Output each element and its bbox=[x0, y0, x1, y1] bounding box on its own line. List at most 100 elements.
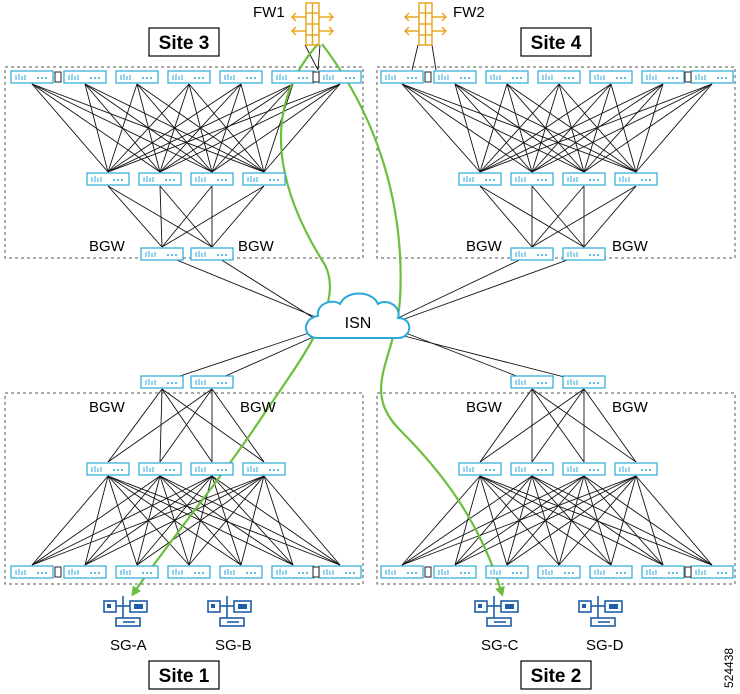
site4-bgw-link bbox=[531, 185, 585, 248]
site3-vpc-link-1 bbox=[54, 71, 62, 83]
site2-fabric-link bbox=[401, 475, 481, 566]
fw2-link-right bbox=[431, 44, 437, 71]
site2-bgw-link bbox=[479, 388, 533, 463]
site3-spine-switch-2 bbox=[138, 172, 182, 186]
site4-spine-switch-1 bbox=[458, 172, 502, 186]
site3-fabric-link bbox=[159, 83, 294, 173]
site1-spine-switch-1 bbox=[86, 462, 130, 476]
site2-box bbox=[376, 392, 736, 585]
site3-label: Site 3 bbox=[148, 27, 220, 57]
fw1-label: FW1 bbox=[253, 4, 285, 21]
site3-bgw-link bbox=[159, 185, 213, 248]
site3-fabric-link bbox=[107, 83, 294, 173]
site3-fabric-link bbox=[107, 83, 138, 173]
site1-leaf-switch-4 bbox=[167, 565, 211, 579]
site3-fabric-link bbox=[84, 83, 109, 173]
site4-fabric-link bbox=[479, 83, 664, 173]
site1-fabric-link bbox=[211, 475, 294, 566]
site1-leaf-switch-1 bbox=[10, 565, 54, 579]
site4-leaf-switch-7 bbox=[690, 70, 734, 84]
site3-leaf-switch-5 bbox=[219, 70, 263, 84]
site3-fabric-link bbox=[159, 83, 341, 173]
site3-fabric-link bbox=[263, 83, 294, 173]
site3-leaf-switch-6 bbox=[271, 70, 315, 84]
bgw-label-site2-left: BGW bbox=[466, 399, 503, 416]
site1-bgw-link bbox=[161, 388, 213, 463]
site2-leaf-switch-2 bbox=[433, 565, 477, 579]
site2-bgw-switch-2 bbox=[562, 375, 606, 389]
bgw-label-site4-right: BGW bbox=[612, 238, 649, 255]
site2-fabric-link bbox=[531, 475, 713, 566]
site1-vpc-link-1 bbox=[54, 566, 62, 578]
isn-label: ISN bbox=[345, 315, 372, 332]
site4-spine-switch-4 bbox=[614, 172, 658, 186]
site1-fabric-link bbox=[159, 475, 341, 566]
sg-b-icon bbox=[207, 596, 252, 627]
site4-fabric-link bbox=[479, 83, 612, 173]
site2-fabric-link bbox=[583, 475, 664, 566]
site4-spine-switch-3 bbox=[562, 172, 606, 186]
site2-leaf-switch-1 bbox=[380, 565, 424, 579]
site4-fabric-link bbox=[401, 83, 481, 173]
site1-label: Site 1 bbox=[148, 660, 220, 690]
bgw-label-site2-right: BGW bbox=[612, 399, 649, 416]
site4-isn-link bbox=[395, 253, 585, 323]
site4-fabric-link bbox=[479, 83, 560, 173]
site3-bgw-switch-1 bbox=[140, 247, 184, 261]
site2-fabric-link bbox=[479, 475, 612, 566]
svg-text:Site 3: Site 3 bbox=[159, 33, 210, 54]
site3-spine-switch-3 bbox=[190, 172, 234, 186]
site1-fabric-link bbox=[211, 475, 341, 566]
bgw-label-site1-left: BGW bbox=[89, 399, 126, 416]
figure-id: 524438 bbox=[722, 648, 736, 688]
site2-leaf-switch-5 bbox=[589, 565, 633, 579]
site2-bgw-switch-1 bbox=[510, 375, 554, 389]
site1-fabric-link bbox=[107, 475, 341, 566]
site3-bgw-link bbox=[161, 185, 213, 248]
site1-isn-link bbox=[211, 333, 321, 383]
switches bbox=[10, 70, 734, 579]
site1-fabric-link bbox=[263, 475, 341, 566]
site2-isn-link bbox=[395, 333, 585, 383]
site4-isn-link bbox=[397, 253, 533, 319]
site3-bgw-link bbox=[161, 185, 265, 248]
site2-leaf-switch-7 bbox=[690, 565, 734, 579]
site1-bgw-link bbox=[211, 388, 265, 463]
site4-leaf-switch-5 bbox=[589, 70, 633, 84]
bgw-label-site4-left: BGW bbox=[466, 238, 503, 255]
site3-fabric-link bbox=[107, 83, 190, 173]
sg-d-label: SG-D bbox=[586, 637, 624, 654]
site2-fabric-link bbox=[479, 475, 664, 566]
site1-spine-switch-2 bbox=[138, 462, 182, 476]
site4-fabric-link bbox=[531, 83, 713, 173]
site1-fabric-link bbox=[263, 475, 294, 566]
site2-fabric-link bbox=[454, 475, 481, 566]
traffic-path-fw1-to-sg-c bbox=[321, 43, 505, 597]
sg-b-label: SG-B bbox=[215, 637, 252, 654]
site3-box bbox=[4, 66, 364, 259]
site1-bgw-switch-1 bbox=[140, 375, 184, 389]
site2-fabric-link bbox=[531, 475, 664, 566]
site3-bgw-switch-2 bbox=[190, 247, 234, 261]
site4-bgw-link bbox=[583, 185, 637, 248]
site3-bgw-link bbox=[159, 185, 163, 248]
site3-leaf-switch-3 bbox=[115, 70, 159, 84]
sg-c-label: SG-C bbox=[481, 637, 519, 654]
site1-fabric-link bbox=[107, 475, 294, 566]
sg-d-icon bbox=[578, 596, 623, 627]
site4-spine-switch-2 bbox=[510, 172, 554, 186]
site4-bgw-link bbox=[479, 185, 533, 248]
sg-a-icon bbox=[103, 596, 148, 627]
site2-bgw-link bbox=[531, 388, 585, 463]
site3-leaf-switch-7 bbox=[318, 70, 362, 84]
isn-cloud: ISN bbox=[305, 292, 411, 339]
sg-a-label: SG-A bbox=[110, 637, 147, 654]
site1-bgw-link bbox=[161, 388, 265, 463]
site4-bgw-switch-1 bbox=[510, 247, 554, 261]
site4-bgw-switch-2 bbox=[562, 247, 606, 261]
site2-leaf-switch-4 bbox=[537, 565, 581, 579]
site1-leaf-switch-5 bbox=[219, 565, 263, 579]
site4-vpc-link-2 bbox=[684, 71, 692, 83]
site2-bgw-link bbox=[531, 388, 637, 463]
site2-spine-switch-1 bbox=[458, 462, 502, 476]
